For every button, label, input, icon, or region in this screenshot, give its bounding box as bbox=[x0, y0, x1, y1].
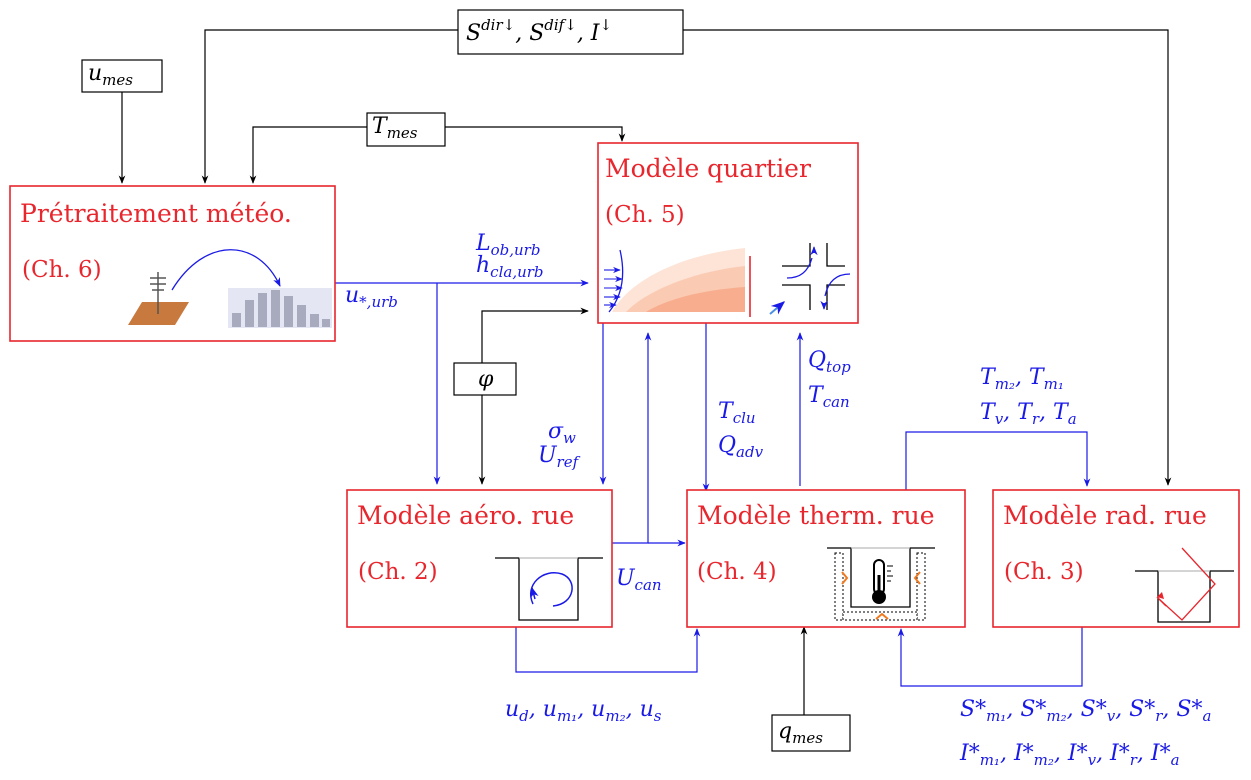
qmes-label: qmes bbox=[778, 719, 823, 747]
tcan-label: Tcan bbox=[808, 383, 850, 411]
qtop-label: Qtop bbox=[808, 348, 851, 376]
pretraitement-title: Prétraitement météo. bbox=[20, 199, 292, 228]
phi-to-quartier bbox=[481, 307, 589, 363]
lob-label: Lob,urb bbox=[475, 231, 540, 259]
i-star-label: I*m₁, I*m₂, I*v, I*r, I*a bbox=[959, 741, 1180, 769]
uref-label: Uref bbox=[538, 443, 581, 471]
tclu-label: Tclu bbox=[718, 399, 756, 427]
weather-station-icon bbox=[128, 272, 189, 325]
thermometer-canyon-icon bbox=[827, 547, 935, 621]
rad-title: Modèle rad. rue bbox=[1003, 501, 1207, 530]
tvra-label: Tv, Tr, Ta bbox=[980, 400, 1077, 428]
phi-input-box bbox=[453, 362, 517, 396]
tm-label: Tm₂, Tm₁ bbox=[980, 365, 1064, 393]
aero-chapter: (Ch. 2) bbox=[358, 559, 438, 585]
tmes-to-pretraitement bbox=[249, 126, 367, 184]
velocities-label: ud, um₁, um₂, us bbox=[505, 697, 662, 725]
tmes-label: Tmes bbox=[372, 114, 418, 142]
quartier-chapter: (Ch. 5) bbox=[605, 202, 685, 228]
tmes-input-box bbox=[366, 112, 446, 147]
aero-to-quartier-arrow bbox=[612, 332, 652, 544]
transfer-curve-icon bbox=[171, 249, 281, 291]
radiation-canyon-icon bbox=[1135, 547, 1234, 623]
quartier-title: Modèle quartier bbox=[605, 154, 811, 183]
therm-title: Modèle therm. rue bbox=[697, 501, 935, 530]
radiation-label: Sdir↓, Sdif↓, I↓ bbox=[466, 16, 612, 46]
ucan-label: Ucan bbox=[616, 566, 662, 594]
histogram-icon bbox=[228, 288, 332, 328]
radiation-input-box bbox=[457, 9, 684, 55]
street-canyon-vortex-icon bbox=[495, 557, 603, 621]
radiation-to-rad bbox=[683, 29, 1172, 486]
pretraitement-chapter: (Ch. 6) bbox=[22, 257, 102, 283]
umes-label: umes bbox=[88, 61, 133, 89]
umes-input-box bbox=[81, 59, 163, 93]
phi-label: φ bbox=[478, 367, 494, 392]
aero-to-therm-arrow bbox=[515, 627, 701, 673]
radiation-to-pretraitement bbox=[201, 29, 458, 184]
qmes-input-box bbox=[771, 714, 851, 752]
qadv-label: Qadv bbox=[718, 433, 764, 461]
therm-chapter: (Ch. 4) bbox=[697, 559, 777, 585]
s-star-label: S*m₁, S*m₂, S*v, S*r, S*a bbox=[960, 697, 1211, 725]
rad-box bbox=[992, 489, 1240, 628]
rad-chapter: (Ch. 3) bbox=[1004, 559, 1084, 585]
sigma-w-label: σw bbox=[548, 419, 576, 447]
boundary-layer-icon bbox=[604, 248, 751, 317]
therm-to-rad-arrow bbox=[905, 431, 1091, 490]
rad-to-therm-arrow bbox=[897, 627, 1083, 687]
intersection-icon bbox=[769, 243, 851, 315]
ustar-label: u*,urb bbox=[345, 283, 398, 311]
aero-title: Modèle aéro. rue bbox=[357, 501, 574, 530]
tmes-to-quartier bbox=[445, 126, 626, 142]
hcla-label: hcla,urb bbox=[476, 253, 544, 281]
